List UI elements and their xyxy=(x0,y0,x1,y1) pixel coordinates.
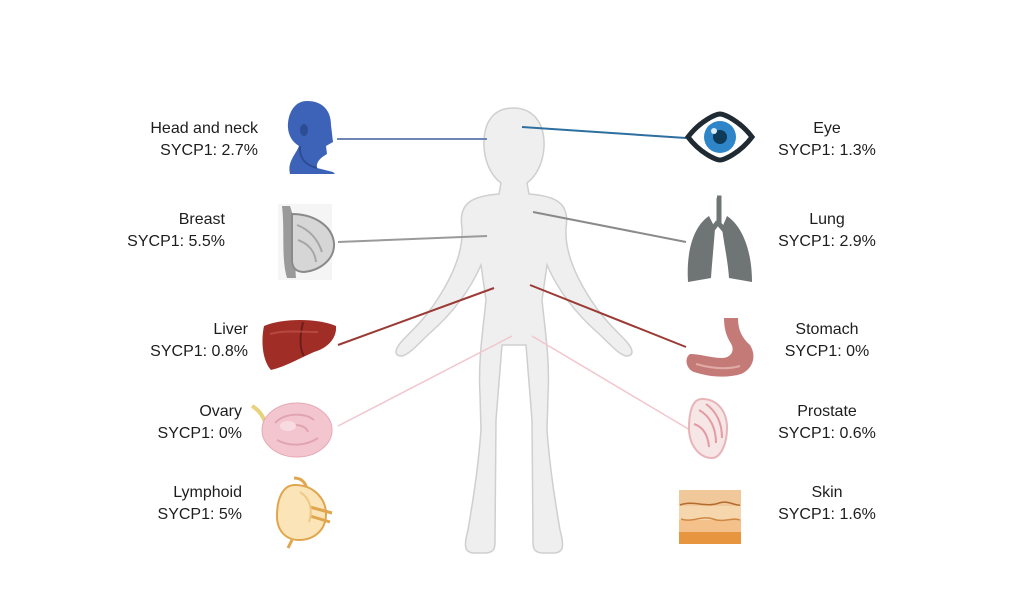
organ-sycp1-value: SYCP1: 1.6% xyxy=(778,506,876,523)
organ-label-head-and-neck: Head and neck SYCP1: 2.7% xyxy=(88,118,258,162)
liver-icon xyxy=(262,320,337,370)
organ-name: Lung xyxy=(809,211,845,228)
connector-liver xyxy=(337,287,495,346)
human-body-figure xyxy=(395,107,633,554)
stomach-icon xyxy=(686,318,754,377)
organ-name: Ovary xyxy=(199,403,242,420)
organ-name: Skin xyxy=(811,484,843,501)
connector-eye xyxy=(521,126,687,139)
organ-label-eye: Eye SYCP1: 1.3% xyxy=(742,118,912,162)
organ-label-lung: Lung SYCP1: 2.9% xyxy=(742,209,912,253)
body-silhouette xyxy=(395,107,633,554)
organ-label-ovary: Ovary SYCP1: 0% xyxy=(72,401,242,445)
organ-sycp1-value: SYCP1: 0.8% xyxy=(150,343,248,360)
organ-name: Breast xyxy=(178,211,225,228)
organ-sycp1-value: SYCP1: 0.6% xyxy=(778,425,876,442)
lymph-node-icon xyxy=(275,476,333,549)
organ-name: Lymphoid xyxy=(173,484,242,501)
organ-label-breast: Breast SYCP1: 5.5% xyxy=(55,209,225,253)
organ-name: Prostate xyxy=(797,403,857,420)
ovary-icon xyxy=(250,402,333,458)
prostate-icon xyxy=(687,397,729,460)
connector-prostate xyxy=(531,335,691,431)
organ-sycp1-value: SYCP1: 0% xyxy=(784,343,870,360)
organ-sycp1-value: SYCP1: 5.5% xyxy=(127,233,225,250)
organ-label-stomach: Stomach SYCP1: 0% xyxy=(742,319,912,363)
organ-label-liver: Liver SYCP1: 0.8% xyxy=(78,319,248,363)
organ-label-skin: Skin SYCP1: 1.6% xyxy=(742,482,912,526)
head-neck-icon xyxy=(287,101,335,174)
organ-label-prostate: Prostate SYCP1: 0.6% xyxy=(742,401,912,445)
connector-ovary xyxy=(337,335,513,427)
connector-stomach xyxy=(529,284,687,348)
organ-name: Eye xyxy=(813,120,841,137)
organ-label-lymphoid: Lymphoid SYCP1: 5% xyxy=(72,482,242,526)
organ-sycp1-value: SYCP1: 5% xyxy=(157,506,242,523)
connector-lung xyxy=(532,211,687,243)
breast-icon xyxy=(278,204,336,280)
organ-name: Head and neck xyxy=(150,120,258,137)
organ-name: Liver xyxy=(213,321,248,338)
organ-name: Stomach xyxy=(795,321,859,338)
eye-icon xyxy=(684,111,756,163)
organ-sycp1-value: SYCP1: 1.3% xyxy=(778,142,876,159)
organ-sycp1-value: SYCP1: 2.9% xyxy=(778,233,876,250)
connector-breast xyxy=(337,235,488,243)
organ-sycp1-value: SYCP1: 0% xyxy=(157,425,242,442)
lung-icon xyxy=(687,195,752,282)
connector-lines xyxy=(337,126,691,431)
organ-sycp1-value: SYCP1: 2.7% xyxy=(160,142,258,159)
skin-layers-icon xyxy=(679,490,741,544)
